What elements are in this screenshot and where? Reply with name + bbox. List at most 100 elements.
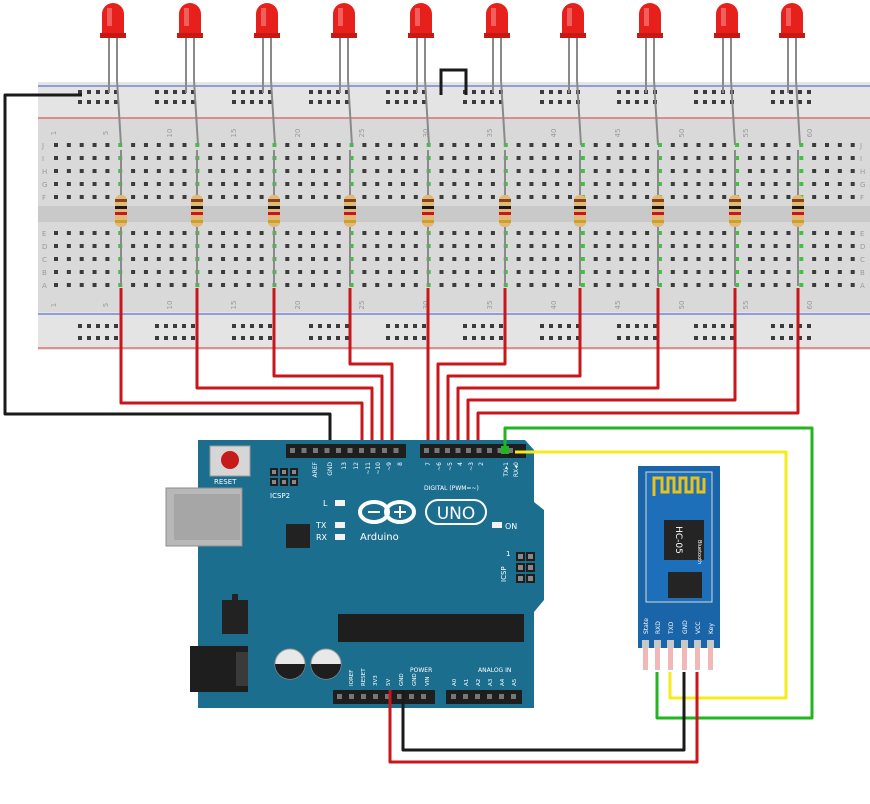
bb-hole — [349, 156, 354, 160]
analog-pin-label: A3 — [488, 678, 494, 686]
rail-hole — [721, 100, 725, 104]
bb-hole — [156, 195, 161, 199]
bb-hole — [233, 244, 238, 248]
rail-hole — [241, 324, 245, 328]
bb-hole — [812, 270, 817, 274]
bb-hole — [375, 283, 380, 287]
bb-hole — [452, 231, 457, 235]
bb-hole — [388, 270, 393, 274]
rail-hole — [481, 90, 485, 94]
rail-hole — [558, 336, 562, 340]
bb-hole — [465, 270, 470, 274]
rail-hole — [540, 100, 544, 104]
bb-hole — [825, 182, 829, 186]
bb-hole — [786, 169, 791, 173]
bb-hole — [670, 283, 675, 287]
led-9 — [714, 3, 740, 146]
digital-pin-label: 13 — [341, 462, 348, 470]
bb-hole — [54, 156, 58, 160]
bb-hole — [465, 244, 470, 248]
bb-hole — [619, 270, 624, 274]
rail-hole — [798, 324, 802, 328]
digital-pin — [336, 448, 341, 453]
rail-hole — [558, 90, 562, 94]
bb-hole — [490, 244, 495, 248]
row-letter: C — [42, 256, 47, 264]
bb-hole — [285, 195, 290, 199]
bb-hole — [452, 195, 457, 199]
rail-hole — [567, 336, 571, 340]
bb-hole — [298, 182, 303, 186]
rail-hole — [259, 324, 263, 328]
rail-hole — [694, 324, 698, 328]
bt-pin-label: VCC — [695, 622, 702, 634]
rail-hole — [173, 336, 177, 340]
bb-hole — [799, 244, 804, 248]
bb-hole — [773, 169, 778, 173]
digital-pin-label: AREF — [312, 461, 319, 477]
bb-hole — [182, 156, 187, 160]
bb-hole — [465, 156, 470, 160]
rail-hole — [780, 324, 784, 328]
rail-hole — [712, 336, 716, 340]
bb-hole — [285, 182, 290, 186]
bb-hole — [298, 195, 303, 199]
column-number: 55 — [742, 129, 750, 138]
led-wires — [119, 288, 800, 450]
column-number: 55 — [742, 301, 750, 310]
rail-hole — [309, 336, 313, 340]
rail-hole — [626, 324, 630, 328]
bb-hole — [349, 182, 354, 186]
bb-hole — [619, 169, 624, 173]
rail-hole — [182, 336, 186, 340]
reset-button[interactable] — [209, 445, 251, 477]
rail-hole — [490, 336, 494, 340]
bb-hole — [850, 195, 855, 199]
led-l-label: L — [323, 499, 328, 508]
bb-hole — [542, 182, 547, 186]
bb-hole — [490, 231, 495, 235]
row-letter: A — [860, 282, 865, 290]
bb-hole — [285, 244, 290, 248]
bb-hole — [413, 143, 418, 147]
bb-hole — [568, 283, 572, 287]
power-pin-label: RESET — [361, 668, 367, 686]
resistor-group — [115, 150, 804, 286]
bb-hole — [208, 195, 213, 199]
bb-hole — [478, 283, 483, 287]
bb-hole — [542, 231, 547, 235]
digital-label: DIGITAL (PWM=~) — [424, 485, 479, 492]
wire-red-led7 — [446, 288, 582, 450]
wire-red-led10 — [476, 288, 800, 450]
rail-hole — [807, 324, 811, 328]
rail-hole — [653, 336, 657, 340]
bb-hole — [105, 195, 110, 199]
rail-hole — [386, 336, 390, 340]
bb-hole — [735, 244, 740, 248]
rail-hole — [395, 336, 399, 340]
rail-hole — [422, 324, 426, 328]
bb-hole — [233, 257, 238, 261]
bb-hole — [683, 169, 688, 173]
rail-hole — [155, 100, 159, 104]
bb-hole — [632, 270, 637, 274]
column-number: 45 — [614, 301, 622, 310]
bb-hole — [837, 244, 842, 248]
bb-hole — [812, 156, 817, 160]
bb-hole — [362, 270, 367, 274]
bb-hole — [542, 143, 547, 147]
resistor-9 — [729, 150, 741, 286]
rail-hole — [336, 90, 340, 94]
rail-hole — [114, 336, 118, 340]
resistor-6 — [499, 150, 511, 286]
bb-hole — [246, 231, 251, 235]
rail-hole — [712, 324, 716, 328]
rail-hole — [232, 100, 236, 104]
bb-hole — [670, 244, 675, 248]
rail-hole — [386, 100, 390, 104]
rail-hole — [653, 324, 657, 328]
bb-hole — [812, 195, 817, 199]
bb-hole — [349, 283, 354, 287]
bb-hole — [182, 169, 187, 173]
